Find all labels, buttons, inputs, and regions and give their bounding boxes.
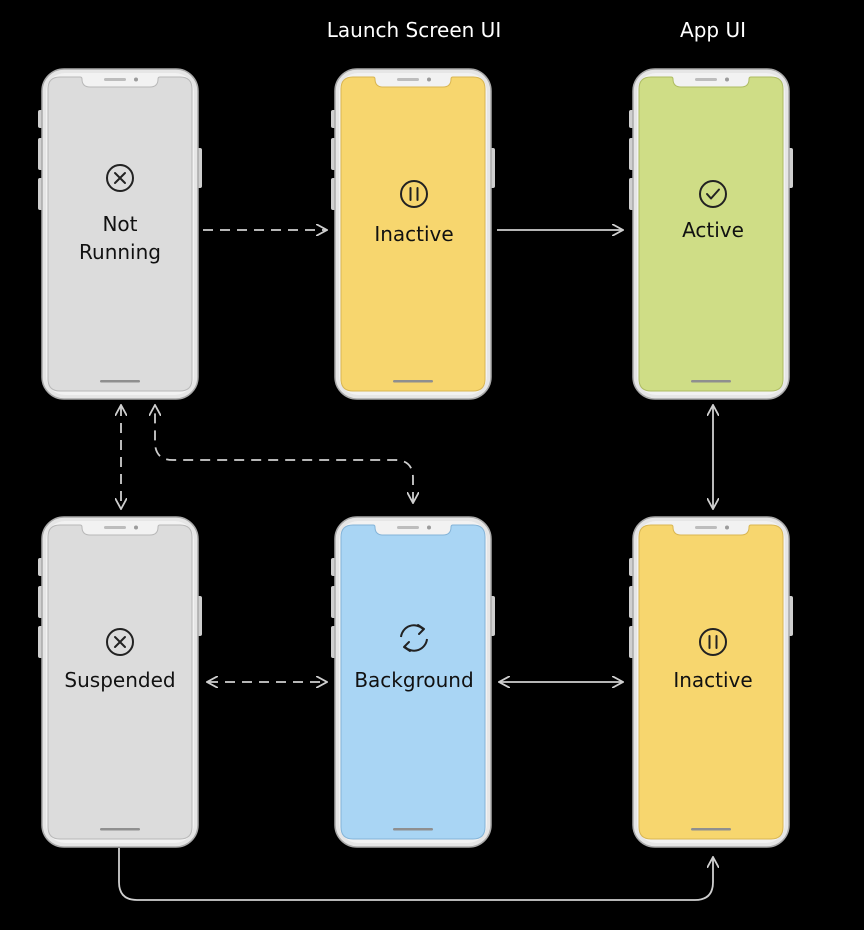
refresh-arrows-icon	[400, 624, 428, 652]
pause-circle-icon	[699, 628, 727, 656]
app-ui-header: App UI	[680, 18, 746, 42]
state-inactive-app: Inactive	[629, 516, 793, 848]
inactive-app-label: Inactive	[673, 668, 752, 692]
pause-circle-icon	[400, 180, 428, 208]
background-label: Background	[354, 668, 473, 692]
not-running-screen	[47, 76, 193, 392]
x-circle-icon	[106, 628, 134, 656]
not-running-label-line2: Running	[79, 240, 161, 264]
active-label: Active	[682, 218, 744, 242]
x-circle-icon	[106, 164, 134, 192]
arrow-background-to-not-running	[155, 406, 413, 502]
inactive-launch-label: Inactive	[374, 222, 453, 246]
state-not-running: Not Running	[38, 68, 202, 400]
check-circle-icon	[699, 180, 727, 208]
state-suspended: Suspended	[38, 516, 202, 848]
suspended-label: Suspended	[64, 668, 175, 692]
arrow-suspended-to-inactive	[118, 848, 713, 901]
not-running-label-line1: Not	[102, 212, 137, 236]
launch-screen-ui-header: Launch Screen UI	[327, 18, 501, 42]
state-active: Active	[629, 68, 793, 400]
state-background: Background	[331, 516, 495, 848]
state-inactive-launch: Inactive	[331, 68, 495, 400]
